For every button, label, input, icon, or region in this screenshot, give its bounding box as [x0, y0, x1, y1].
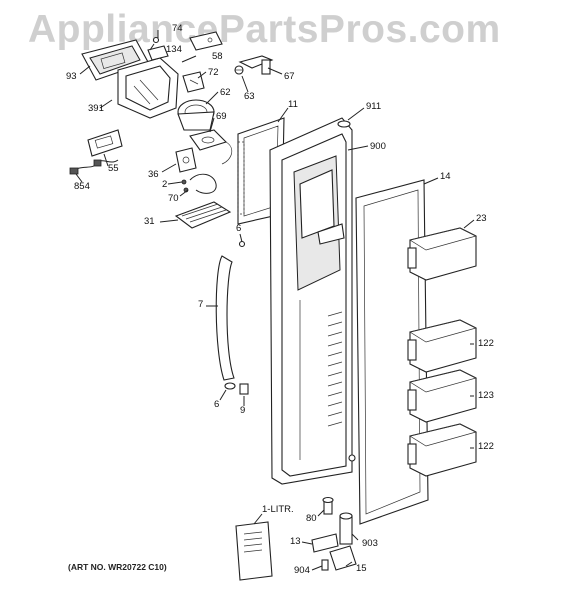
- callout-15: 15: [356, 563, 367, 574]
- callout-6-lower: 6: [214, 399, 220, 410]
- callout-62: 62: [220, 87, 231, 98]
- callout-23: 23: [476, 213, 487, 224]
- callout-31: 31: [144, 216, 155, 227]
- watermark: AppliancePartsPros.com: [28, 8, 501, 51]
- callout-9: 9: [240, 405, 246, 416]
- callout-93: 93: [66, 71, 77, 82]
- callout-122-lower: 122: [478, 441, 494, 452]
- callout-70: 70: [168, 193, 179, 204]
- callout-63: 63: [244, 91, 255, 102]
- door-handle-part: [215, 240, 249, 395]
- door-shelf-clips: [327, 311, 343, 427]
- duct-62-part: [177, 99, 215, 131]
- door-bin-122-lower: [407, 423, 477, 477]
- actuator-part: [175, 147, 217, 194]
- callout-6-upper: 6: [236, 223, 242, 234]
- switch-plate-part: [87, 129, 123, 157]
- callout-13: 13: [290, 536, 301, 547]
- hinge-part: [234, 55, 274, 75]
- callout-55: 55: [108, 163, 119, 174]
- freezer-door-part: [269, 117, 356, 485]
- callout-67: 67: [284, 71, 295, 82]
- callout-854: 854: [74, 181, 90, 192]
- callout-1-litr: 1-LITR.: [262, 504, 294, 515]
- wire-harness-part: [69, 159, 119, 175]
- callout-11: 11: [288, 99, 298, 110]
- callout-900: 900: [370, 141, 386, 152]
- door-bin-122-upper: [407, 319, 477, 373]
- lower-hinge-parts: [311, 496, 357, 571]
- callout-74: 74: [172, 23, 183, 34]
- callout-904: 904: [294, 565, 310, 576]
- callout-14: 14: [440, 171, 451, 182]
- literature-booklet: [235, 521, 273, 581]
- dispenser-housing-part: [81, 39, 149, 81]
- callout-2: 2: [162, 179, 168, 190]
- callout-80: 80: [306, 513, 317, 524]
- door-bin-123: [407, 369, 477, 423]
- callout-72: 72: [208, 67, 219, 78]
- bracket-72-part: [182, 71, 205, 93]
- callout-911: 911: [366, 101, 382, 112]
- callout-7: 7: [198, 299, 204, 310]
- grille-part: [174, 201, 232, 229]
- leader-lines: [75, 30, 475, 571]
- callout-58: 58: [212, 51, 223, 62]
- door-bin-23: [407, 227, 477, 281]
- callout-903: 903: [362, 538, 378, 549]
- callout-36: 36: [148, 169, 159, 180]
- plate-58-part: [189, 31, 223, 51]
- part-69: [189, 129, 233, 165]
- callout-123: 123: [478, 390, 494, 401]
- bracket-assembly-part: [117, 36, 179, 119]
- callout-122-upper: 122: [478, 338, 494, 349]
- art-number: (ART NO. WR20722 C10): [68, 562, 167, 572]
- callout-391: 391: [88, 103, 104, 114]
- callout-69: 69: [216, 111, 227, 122]
- callout-134: 134: [166, 44, 182, 55]
